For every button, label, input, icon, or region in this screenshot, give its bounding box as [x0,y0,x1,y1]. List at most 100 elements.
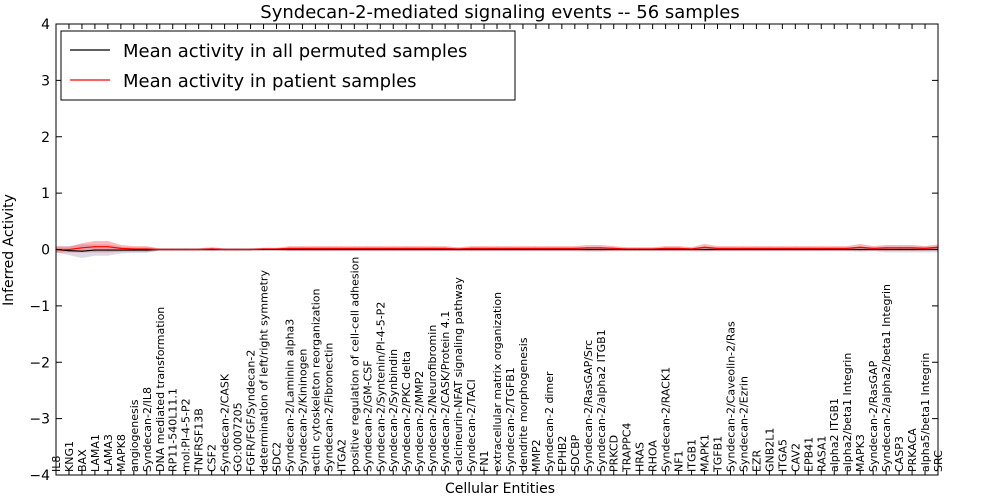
x-tick-label: Syndecan-2/alpha2 ITGB1 [595,329,608,472]
x-tick-label: MAPK3 [854,434,867,472]
x-axis-label: Cellular Entities [445,481,555,497]
data-point [353,248,355,251]
x-tick-label: Syndecan-2/CASK/Protein 4.1 [439,311,452,472]
data-point [107,246,109,248]
x-tick-label: BAX [76,449,89,472]
data-point [483,248,485,251]
data-point [198,248,200,251]
data-point [768,247,770,249]
data-point [236,248,239,251]
data-point [81,247,83,249]
data-point [496,247,498,249]
y-tick-label: 2 [41,130,50,146]
data-point [431,247,433,249]
x-tick-label: alpha2/beta1 Integrin [841,353,854,472]
data-point [366,248,368,251]
data-point [548,248,550,251]
x-tick-label: LAMA3 [102,434,115,472]
data-point [872,247,874,249]
legend-box [60,30,516,101]
data-point [665,248,667,251]
y-tick-label: 4 [41,17,50,33]
data-point [249,248,252,251]
data-point [327,248,329,251]
y-tick-label: 0 [41,243,50,259]
data-point [820,247,822,249]
data-point [794,248,796,251]
y-tick-label: −1 [29,299,50,315]
x-tick-label: MAPK8 [115,434,128,472]
x-tick-label: MAPK1 [699,434,712,472]
data-point [327,247,329,249]
x-tick-label: Syndecan-2/Ezrin [737,376,750,472]
x-tick-label: mol:PI-4-5-P2 [180,398,193,472]
data-point [716,247,719,249]
data-point [405,248,407,251]
x-tick-label: GO:0007205 [232,402,245,472]
data-point [846,247,848,249]
x-tick-label: angiogenesis [128,399,141,472]
data-point [159,248,161,251]
y-tick-label: −2 [29,355,50,371]
x-tick-label: Syndecan-2/alpha2/beta1 Integrin [880,284,893,472]
data-point [146,248,148,250]
data-point [81,250,83,252]
data-point [561,247,563,249]
data-point [781,248,783,251]
legend: Mean activity in all permuted samples Me… [60,30,516,101]
data-point [794,247,796,249]
data-point [405,247,407,249]
data-point [652,248,654,250]
y-tick-label: 1 [41,186,50,202]
data-point [353,247,355,249]
data-point [716,248,719,251]
data-point [833,247,835,249]
x-tick-label: Syndecan-2/IL8 [141,387,154,472]
data-point [833,248,835,251]
data-point [729,247,732,249]
data-point [703,248,706,251]
data-point [574,248,576,251]
x-tick-label: TNFRSF13B [193,408,206,473]
x-tick-label: LAMA1 [89,434,102,472]
data-point [509,247,511,249]
x-tick-label: HRAS [634,442,647,472]
data-point [301,248,304,251]
data-point [301,247,304,249]
x-tick-label: dendrite morphogenesis [517,337,530,472]
data-point [561,248,563,251]
data-point [457,248,459,250]
data-point [314,247,317,249]
x-tick-label: Syndecan-2/Neurofibromin [426,325,439,472]
data-point [522,248,524,251]
x-tick-label: Syndecan-2/MMP2 [413,371,426,472]
x-tick-label: DNA mediated transformation [154,307,167,472]
data-point [535,248,537,251]
data-point [496,248,498,251]
x-tick-label: GNB2L1 [763,428,776,472]
data-point [859,248,861,251]
x-tick-label: Syndecan-2/Caveolin-2/Ras [724,321,737,472]
data-point [807,247,809,249]
data-point [639,248,641,250]
data-point [742,247,745,249]
x-tick-label: Syndecan-2/GM-CSF [361,360,374,472]
x-tick-label: ITGA5 [776,439,789,472]
x-tick-label: EZR [750,450,763,472]
data-point [288,248,291,251]
data-point [262,248,265,250]
data-point [418,247,420,249]
data-point [755,248,758,251]
x-tick-label: NF1 [673,450,686,472]
x-tick-label: Syndecan-2/RasGAP [867,360,880,472]
x-tick-label: CSF2 [206,444,219,472]
data-point [924,248,926,251]
x-tick-label: Syndecan-2/PKC delta [400,351,413,472]
data-point [444,247,446,249]
data-point [613,248,615,251]
x-tick-label: IL8 [50,456,63,472]
data-point [600,248,602,251]
x-tick-label: extracellular matrix organization [491,292,504,472]
x-tick-label: PRKCD [608,435,621,472]
